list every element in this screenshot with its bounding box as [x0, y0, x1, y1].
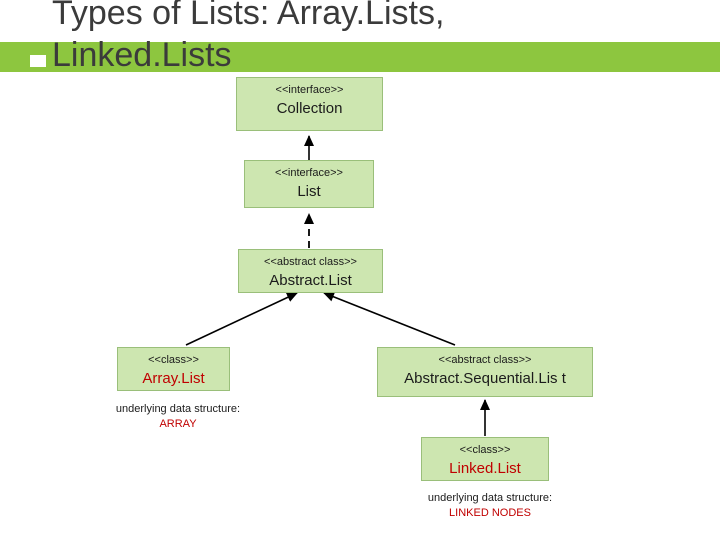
header-band — [0, 42, 720, 72]
linkedlist-caption-line1: underlying data structure: — [427, 492, 553, 504]
slide-number: 11 — [12, 30, 24, 42]
node-arraylist-stereotype: <<class>> — [148, 354, 199, 366]
node-linkedlist[interactable]: <<class>> Linked.List — [421, 437, 549, 481]
node-list-name: List — [297, 183, 321, 200]
arraylist-caption: underlying data structure: ARRAY — [88, 402, 268, 432]
node-abstractlist[interactable]: <<abstract class>> Abstract.List — [238, 249, 383, 293]
node-abstractlist-name: Abstract.List — [269, 272, 352, 289]
node-abstract-sequential-list-stereotype: <<abstract class>> — [438, 354, 532, 366]
node-abstract-sequential-list-name: Abstract.Sequential.Lis t — [404, 370, 566, 387]
edge-abstractseq-to-abstractlist — [323, 292, 456, 346]
arraylist-caption-line1: underlying data structure: — [115, 403, 241, 415]
node-arraylist[interactable]: <<class>> Array.List — [117, 347, 230, 391]
node-arraylist-name: Array.List — [142, 370, 205, 387]
node-list[interactable]: <<interface>> List — [244, 160, 374, 208]
linkedlist-caption-line2: LINKED NODES — [449, 507, 531, 519]
node-collection[interactable]: <<interface>> Collection — [236, 77, 383, 131]
node-collection-name: Collection — [276, 100, 343, 117]
node-list-stereotype: <<interface>> — [275, 167, 343, 179]
linkedlist-caption: underlying data structure: LINKED NODES — [395, 491, 585, 521]
node-linkedlist-name: Linked.List — [449, 460, 521, 477]
node-abstractlist-stereotype: <<abstract class>> — [264, 256, 357, 268]
node-linkedlist-stereotype: <<class>> — [459, 444, 511, 456]
page-title: Types of Lists: Array.Lists, Linked.List… — [52, 0, 445, 74]
node-collection-stereotype: <<interface>> — [275, 84, 344, 96]
edge-arraylist-to-abstractlist — [185, 292, 298, 346]
arraylist-caption-line2: ARRAY — [159, 418, 197, 430]
node-abstract-sequential-list[interactable]: <<abstract class>> Abstract.Sequential.L… — [377, 347, 593, 397]
slide-number-box — [30, 55, 46, 67]
